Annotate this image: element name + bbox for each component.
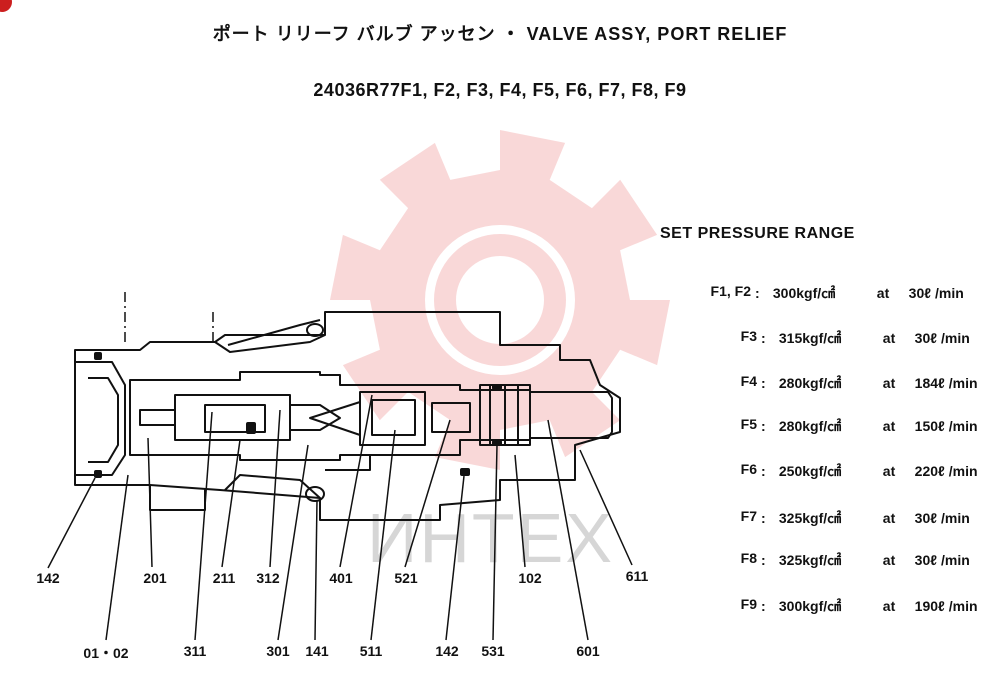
spec-pressure: 315kgf/㎠ bbox=[778, 330, 842, 346]
spec-at: at bbox=[882, 552, 896, 568]
callout-521: 521 bbox=[394, 570, 418, 586]
spec-code: F5 bbox=[740, 416, 757, 432]
callout-601: 601 bbox=[576, 643, 600, 659]
watermark-text: ИHTEX bbox=[367, 499, 615, 577]
spec-sep: : bbox=[761, 552, 766, 568]
spec-sep: : bbox=[761, 330, 766, 346]
spec-row-f5: F5 : 280kgf/㎠ at 150ℓ /min bbox=[741, 416, 978, 436]
spec-code: F8 bbox=[740, 550, 757, 566]
spec-at: at bbox=[882, 463, 896, 479]
spec-at: at bbox=[882, 330, 896, 346]
spec-at: at bbox=[882, 598, 896, 614]
spec-code: F7 bbox=[740, 508, 757, 524]
set-pressure-range-title: SET PRESSURE RANGE bbox=[660, 225, 855, 242]
spec-row-f7: F7 : 325kgf/㎠ at 30ℓ /min bbox=[741, 508, 970, 528]
spec-flow: 30ℓ /min bbox=[914, 510, 970, 526]
spec-row-f6: F6 : 250kgf/㎠ at 220ℓ /min bbox=[741, 461, 978, 481]
callout-611: 611 bbox=[625, 568, 649, 584]
callout-01-02: 01・02 bbox=[83, 645, 129, 661]
callout-211: 211 bbox=[212, 570, 236, 586]
spec-flow: 184ℓ /min bbox=[914, 375, 978, 391]
callout-142-inner-seal: 142 bbox=[435, 643, 459, 659]
spec-pressure: 300kgf/㎠ bbox=[772, 285, 836, 301]
spec-row-f8: F8 : 325kgf/㎠ at 30ℓ /min bbox=[741, 550, 970, 570]
spec-at: at bbox=[882, 510, 896, 526]
spec-flow: 30ℓ /min bbox=[914, 330, 970, 346]
spec-sep: : bbox=[761, 598, 766, 614]
callout-301: 301 bbox=[266, 643, 290, 659]
spec-row-f9: F9 : 300kgf/㎠ at 190ℓ /min bbox=[741, 596, 978, 616]
spec-at: at bbox=[882, 418, 896, 434]
spec-pressure: 325kgf/㎠ bbox=[778, 552, 842, 568]
callout-312: 312 bbox=[256, 570, 280, 586]
spec-sep: : bbox=[761, 510, 766, 526]
callout-142-outer-seal: 142 bbox=[36, 570, 60, 586]
callout-511: 511 bbox=[359, 643, 383, 659]
spec-at: at bbox=[882, 375, 896, 391]
spec-pressure: 325kgf/㎠ bbox=[778, 510, 842, 526]
spec-code: F9 bbox=[740, 596, 757, 612]
spec-row-f3: F3 : 315kgf/㎠ at 30ℓ /min bbox=[741, 328, 970, 348]
spec-pressure: 300kgf/㎠ bbox=[778, 598, 842, 614]
callout-531: 531 bbox=[481, 643, 505, 659]
spec-row-f1-f2: F1, F2 : 300kgf/㎠ at 30ℓ /min bbox=[711, 283, 964, 303]
spec-pressure: 280kgf/㎠ bbox=[778, 418, 842, 434]
spec-sep: : bbox=[761, 418, 766, 434]
spec-flow: 220ℓ /min bbox=[914, 463, 978, 479]
spec-code: F1, F2 bbox=[710, 283, 751, 299]
spec-flow: 30ℓ /min bbox=[908, 285, 964, 301]
spec-at: at bbox=[876, 285, 890, 301]
spec-pressure: 250kgf/㎠ bbox=[778, 463, 842, 479]
spec-flow: 190ℓ /min bbox=[914, 598, 978, 614]
spec-flow: 150ℓ /min bbox=[914, 418, 978, 434]
spec-row-f4: F4 : 280kgf/㎠ at 184ℓ /min bbox=[741, 373, 978, 393]
spec-code: F3 bbox=[740, 328, 757, 344]
drawing-title: ポート リリーフ バルブ アッセン ・ VALVE ASSY, PORT REL… bbox=[212, 24, 788, 44]
spec-sep: : bbox=[761, 375, 766, 391]
spec-flow: 30ℓ /min bbox=[914, 552, 970, 568]
spec-pressure: 280kgf/㎠ bbox=[778, 375, 842, 391]
callout-141: 141 bbox=[305, 643, 329, 659]
spec-code: F6 bbox=[740, 461, 757, 477]
corner-logo-mark bbox=[0, 0, 12, 12]
callout-401: 401 bbox=[329, 570, 353, 586]
callout-311: 311 bbox=[183, 643, 207, 659]
callout-201: 201 bbox=[143, 570, 167, 586]
part-number-list: 24036R77F1, F2, F3, F4, F5, F6, F7, F8, … bbox=[313, 80, 687, 100]
spec-sep: : bbox=[761, 463, 766, 479]
callout-102: 102 bbox=[518, 570, 542, 586]
spec-sep: : bbox=[755, 285, 760, 301]
spec-code: F4 bbox=[740, 373, 757, 389]
